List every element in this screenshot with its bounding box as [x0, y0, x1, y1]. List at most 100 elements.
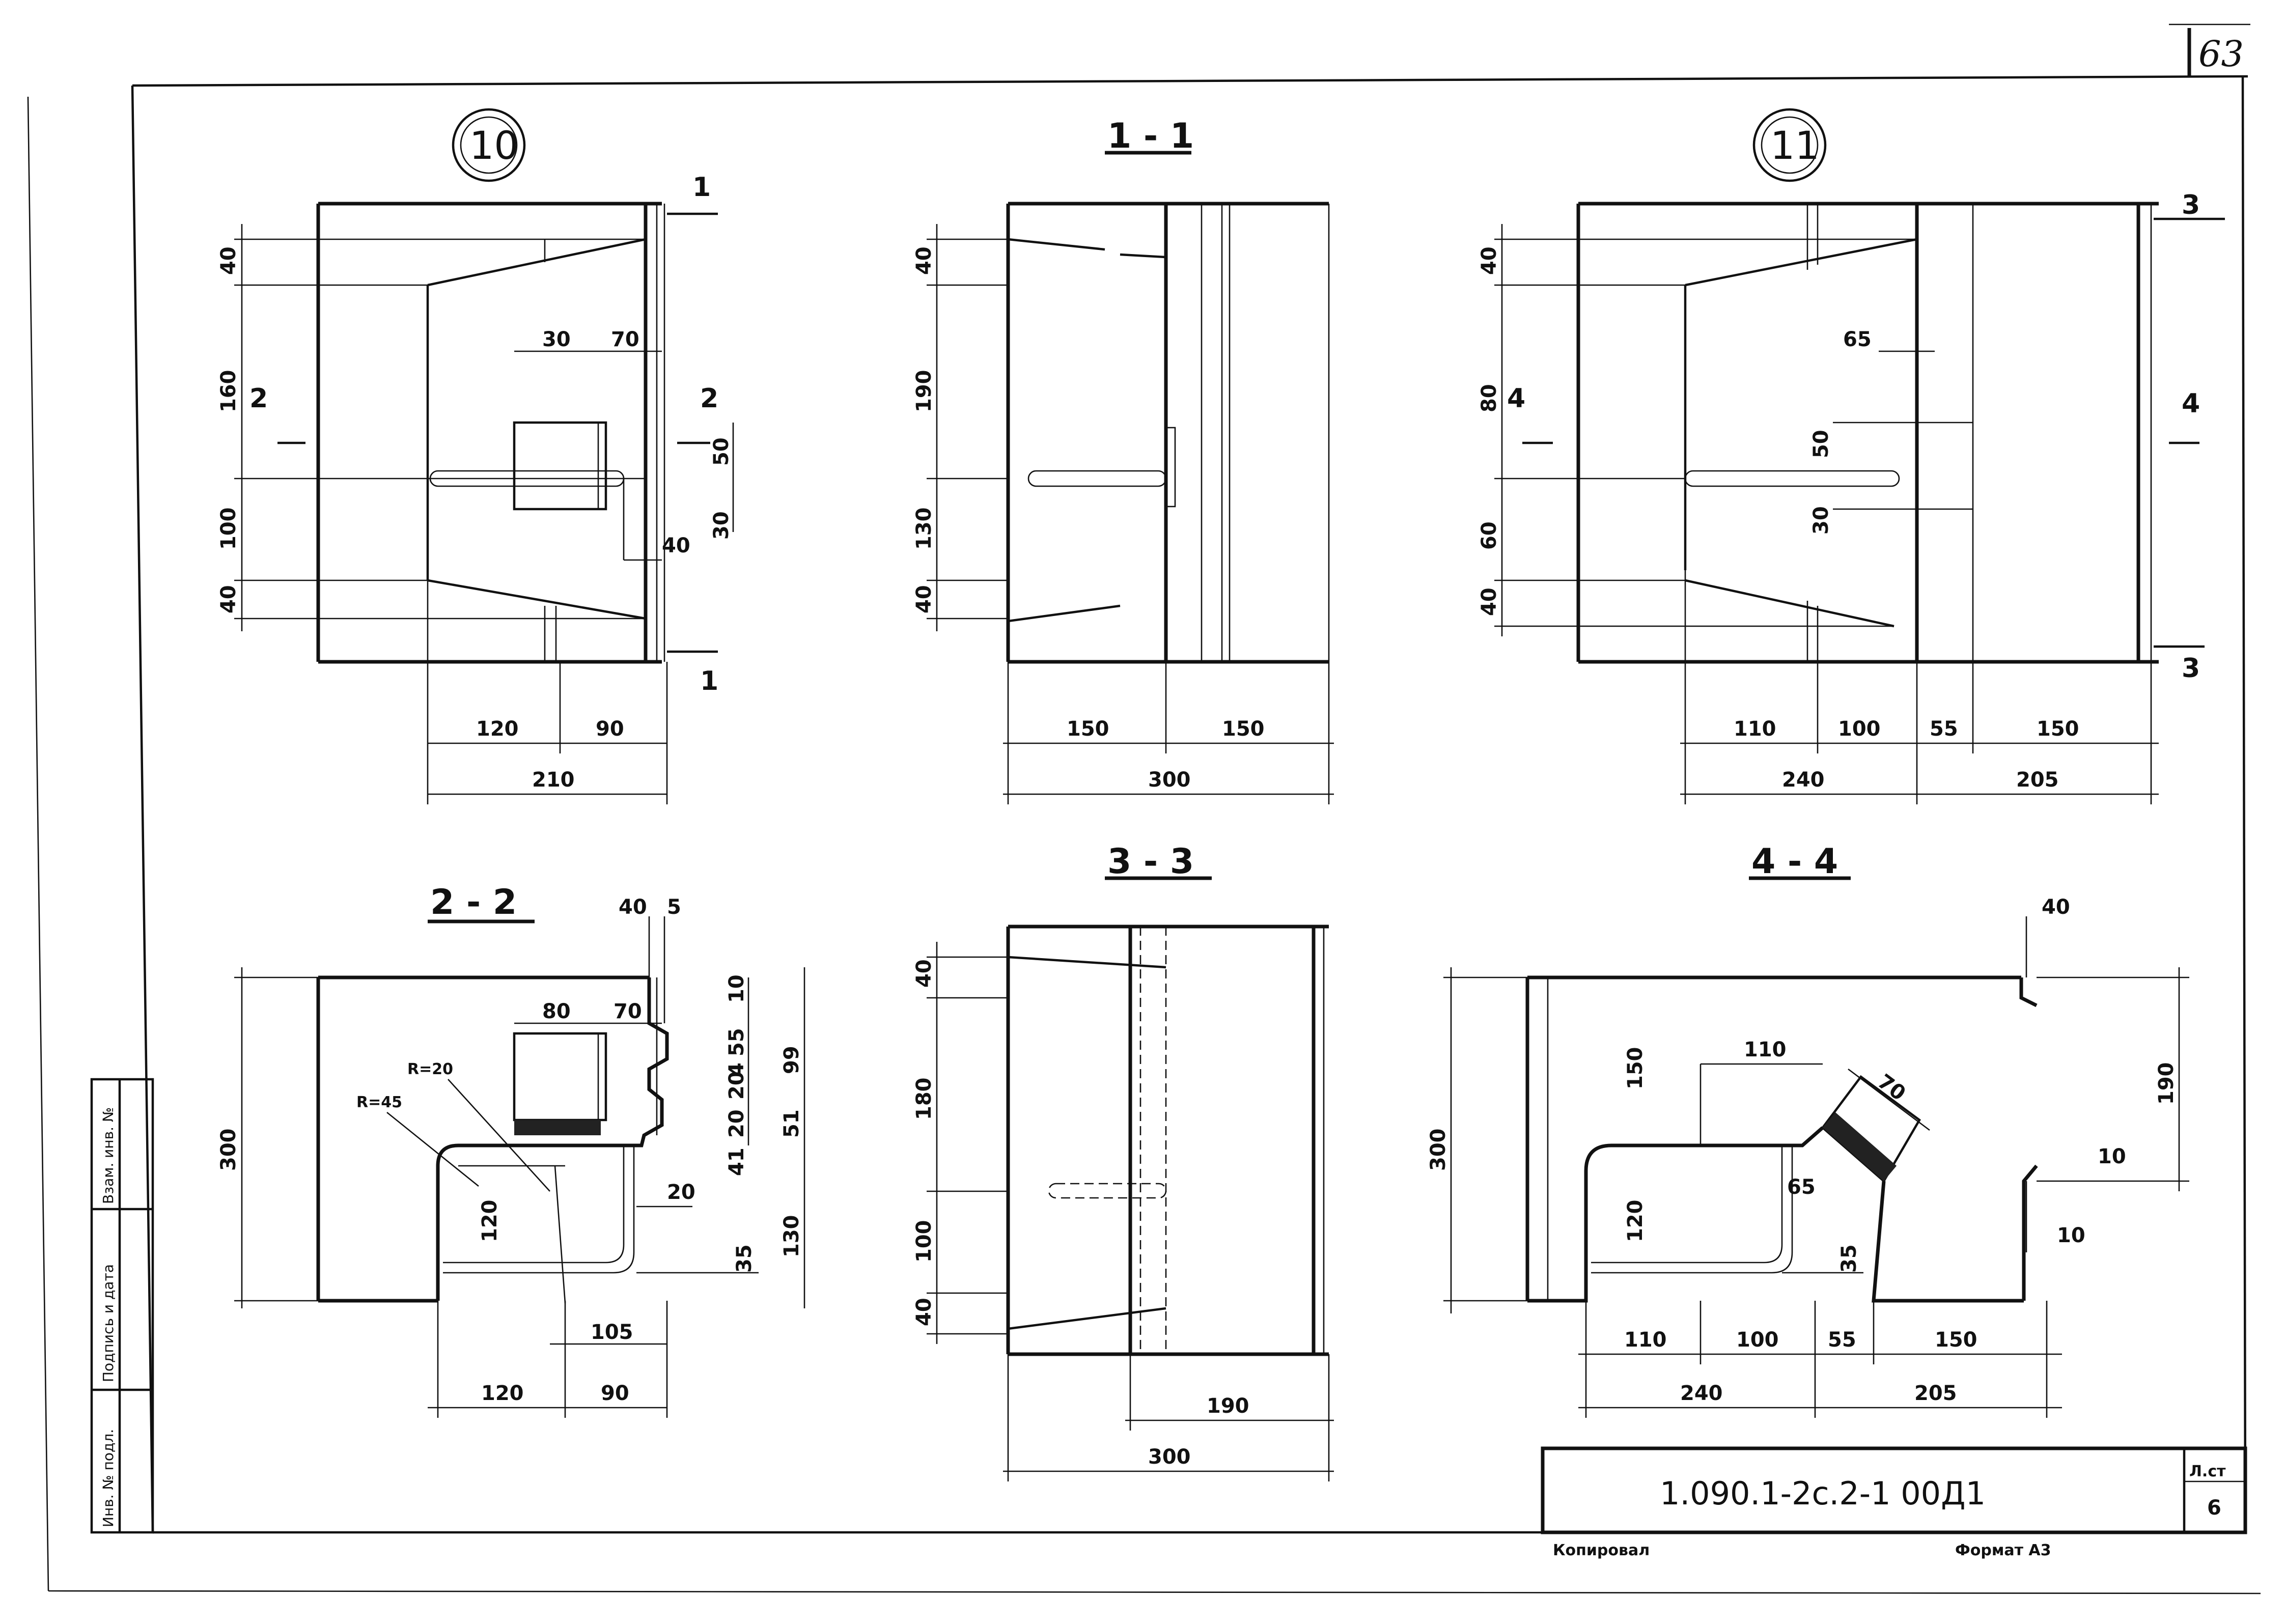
s33-dim-2: 100 [912, 1220, 936, 1263]
s11-dim-0: 40 [912, 246, 936, 275]
s22-dim-20: 120 [481, 1382, 524, 1405]
s44-dim-5: 120 [1624, 1200, 1647, 1243]
v2-dim-2: 50 [1809, 430, 1833, 458]
footer-format: Формат А3 [1955, 1542, 2051, 1559]
v2-dim-11: 240 [1782, 768, 1825, 792]
s33-dim-5: 300 [1148, 1445, 1191, 1469]
s22-dim-17: 35 [733, 1244, 756, 1273]
v2-dim-5: 40 [1478, 587, 1501, 616]
v1-cut-2a: 2 [249, 383, 268, 414]
section-1-1: 1 - 1 40 190 130 40 150 150 300 [912, 116, 1334, 804]
s22-dim-3: 55 [725, 1028, 748, 1056]
s22-dim-12: 70 [614, 1000, 642, 1023]
s22-dim-18: 130 [780, 1215, 803, 1258]
s22-dim-1: 5 [667, 895, 681, 919]
s44-dim-8: 190 [2155, 1062, 2178, 1105]
s44-dim-15: 240 [1680, 1382, 1723, 1405]
v2-dim-1: 80 [1478, 384, 1501, 412]
s44-dim-9: 10 [2098, 1145, 2126, 1168]
v1-dim-1: 160 [217, 370, 240, 413]
v1-dim-5: 70 [611, 328, 639, 351]
s22-dim-19: 105 [591, 1321, 633, 1344]
v1-dim-0: 40 [217, 246, 240, 275]
s22-dim-10: 300 [217, 1129, 240, 1171]
v1-dim-4: 30 [542, 328, 571, 351]
footer-copied: Копировал [1553, 1542, 1650, 1559]
s22-dim-0: 40 [619, 895, 647, 919]
s22-dim-14: R=45 [356, 1094, 402, 1111]
v1-dim-3: 40 [217, 585, 240, 613]
v2-dim-3: 30 [1809, 506, 1833, 535]
page-number: 63 [2198, 33, 2244, 75]
v2-dim-8: 100 [1838, 717, 1881, 741]
s44-dim-3: 70 [1873, 1070, 1910, 1105]
v1-cut-1a: 1 [692, 172, 711, 203]
v1-dim-7: 30 [710, 511, 733, 540]
s11-dim-5: 150 [1222, 717, 1265, 741]
s22-dim-6: 99 [780, 1046, 803, 1074]
section-3-3: 3 - 3 40 180 100 40 190 300 [912, 842, 1334, 1481]
stamp-sign: Подпись и дата [100, 1264, 117, 1382]
v2-dim-6: 65 [1843, 328, 1872, 351]
s44-dim-6: 65 [1787, 1175, 1816, 1199]
section-4-4: 4 - 4 110 70 40 150 300 120 65 35 190 10 [1427, 842, 2189, 1418]
v1-cut-1b: 1 [700, 666, 718, 696]
s44-dim-4: 300 [1427, 1129, 1450, 1171]
v2-cut-3a: 3 [2182, 190, 2200, 220]
s44-dim-11: 110 [1624, 1328, 1667, 1352]
v1-dim-8: 40 [662, 534, 690, 557]
s22-dim-21: 90 [601, 1382, 629, 1405]
s44-dim-0: 40 [2042, 895, 2070, 919]
s22-dim-13: R=20 [407, 1060, 453, 1078]
sheet-number: 6 [2207, 1496, 2221, 1520]
section-2-2: 2 - 2 40 5 10 55 4 20 20 41 99 51 130 30… [217, 882, 805, 1418]
s33-dim-1: 180 [912, 1078, 936, 1121]
s44-dim-7: 35 [1837, 1244, 1861, 1273]
s44-dim-12: 100 [1736, 1328, 1779, 1352]
s44-dim-10: 10 [2057, 1224, 2085, 1247]
s44-dim-14: 150 [1935, 1328, 1977, 1352]
title-block: 1.090.1-2с.2-1 00Д1 Л.ст 6 Копировал Фор… [1541, 1446, 2247, 1559]
marker-10: 10 [452, 108, 526, 182]
s22-dim-15: 120 [478, 1200, 501, 1243]
s33-dim-0: 40 [912, 959, 936, 988]
s44-title: 4 - 4 [1751, 842, 1838, 882]
v2-cut-3b: 3 [2182, 653, 2200, 684]
s11-dim-2: 130 [912, 508, 936, 550]
stamp-inv: Инв. № подл. [100, 1429, 117, 1527]
v1-dim-2: 100 [217, 508, 240, 550]
v2-dim-7: 110 [1734, 717, 1776, 741]
v2-cut-4b: 4 [2182, 388, 2200, 419]
s22-dim-5: 20 [725, 1071, 748, 1100]
s22-dim-4: 4 [725, 1062, 748, 1077]
s11-dim-3: 40 [912, 585, 936, 613]
v1-dim-10: 90 [596, 717, 624, 741]
view-11: 11 40 80 50 30 60 40 65 [1478, 108, 2225, 804]
v1-dim-11: 210 [532, 768, 575, 792]
s22-dim-16: 20 [667, 1181, 695, 1204]
v2-dim-12: 205 [2016, 768, 2059, 792]
v2-dim-9: 55 [1930, 717, 1958, 741]
s11-dim-1: 190 [912, 370, 936, 413]
s22-title: 2 - 2 [430, 882, 517, 922]
s22-dim-2: 10 [725, 974, 748, 1003]
s44-dim-2: 110 [1744, 1038, 1787, 1061]
stamp-replace: Взам. инв. № [100, 1107, 117, 1204]
v2-cut-4a: 4 [1507, 383, 1525, 414]
v2-dim-10: 150 [2037, 717, 2079, 741]
s11-title: 1 - 1 [1107, 116, 1194, 156]
sheet-label: Л.ст [2189, 1463, 2226, 1480]
v1-dim-9: 120 [476, 717, 519, 741]
v2-dim-4: 60 [1478, 521, 1501, 550]
view-10: 10 40 160 100 40 30 70 50 30 40 [217, 108, 734, 804]
s22-dim-7: 20 [725, 1109, 748, 1138]
s22-dim-11: 80 [542, 1000, 571, 1023]
s44-dim-1: 150 [1624, 1047, 1647, 1090]
side-stamp: Инв. № подл. Подпись и дата Взам. инв. № [90, 1078, 154, 1534]
s22-dim-9: 41 [725, 1147, 748, 1176]
s44-dim-16: 205 [1914, 1382, 1957, 1405]
s11-dim-6: 300 [1148, 768, 1191, 792]
v1-cut-2b: 2 [700, 383, 718, 414]
s44-dim-13: 55 [1828, 1328, 1856, 1352]
